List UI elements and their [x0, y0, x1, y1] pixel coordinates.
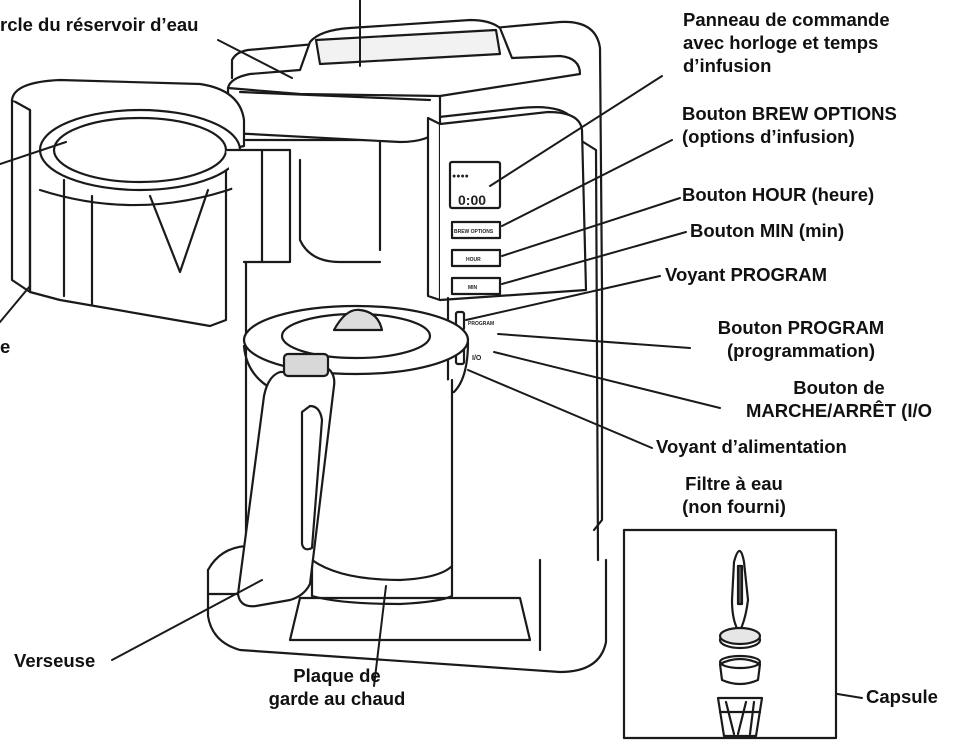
label-carafe: Verseuse [14, 650, 96, 671]
water-filter-inset [622, 528, 838, 740]
control-panel: ●●●● 0:00 BREW OPTIONS HOUR MIN PROGRAM … [426, 110, 588, 382]
leader-lines [0, 0, 863, 699]
label-control-panel-line-2: avec horloge et temps [683, 32, 879, 53]
label-power-button-line-2: MARCHE/ARRÊT (I/O [745, 400, 933, 421]
panel-power: I/O [472, 355, 482, 362]
label-hour-button: Bouton HOUR (heure) [682, 184, 875, 205]
label-program-light: Voyant PROGRAM [665, 264, 828, 285]
panel-program: PROGRAM [468, 321, 494, 327]
svg-text:●●●●: ●●●● [452, 173, 469, 180]
panel-brew-options: BREW OPTIONS [454, 229, 494, 235]
filter-basket [10, 78, 292, 328]
label-water-filter-line-1: Filtre à eau [685, 473, 783, 494]
label-capsule: Capsule [866, 686, 938, 707]
label-warming-plate: Plaque de garde au chaud [252, 664, 422, 710]
reservoir-lid [226, 18, 582, 144]
label-brew-options-line-2: (options d’infusion) [682, 126, 855, 147]
panel-hour: HOUR [466, 257, 481, 263]
label-warming-plate-line-1: Plaque de [293, 665, 381, 686]
label-water-filter-line-2: (non fourni) [682, 496, 786, 517]
label-left-cut: e [0, 336, 11, 357]
label-control-panel-line-3: d’infusion [683, 55, 772, 76]
label-power-button-line-1: Bouton de [793, 377, 885, 398]
label-min-button: Bouton MIN (min) [690, 220, 845, 241]
label-control-panel-line-1: Panneau de commande [683, 9, 890, 30]
carafe [236, 304, 470, 608]
label-water-filter: Filtre à eau (non fourni) [654, 472, 814, 518]
label-warming-plate-line-2: garde au chaud [268, 688, 406, 709]
label-power-button: Bouton de MARCHE/ARRÊT (I/O [716, 376, 962, 422]
label-program-button-line-2: (programmation) [727, 340, 875, 361]
label-reservoir-lid: rcle du réservoir d’eau [0, 14, 199, 35]
label-power-light: Voyant d’alimentation [656, 436, 847, 457]
label-control-panel: Panneau de commande avec horloge et temp… [683, 8, 890, 77]
panel-clock: 0:00 [458, 192, 486, 208]
panel-min: MIN [468, 285, 478, 291]
label-brew-options-button: Bouton BREW OPTIONS (options d’infusion) [682, 102, 897, 148]
label-brew-options-line-1: Bouton BREW OPTIONS [682, 103, 897, 124]
label-program-button: Bouton PROGRAM (programmation) [690, 316, 912, 362]
label-program-button-line-1: Bouton PROGRAM [717, 317, 885, 338]
machine-body [206, 20, 608, 674]
